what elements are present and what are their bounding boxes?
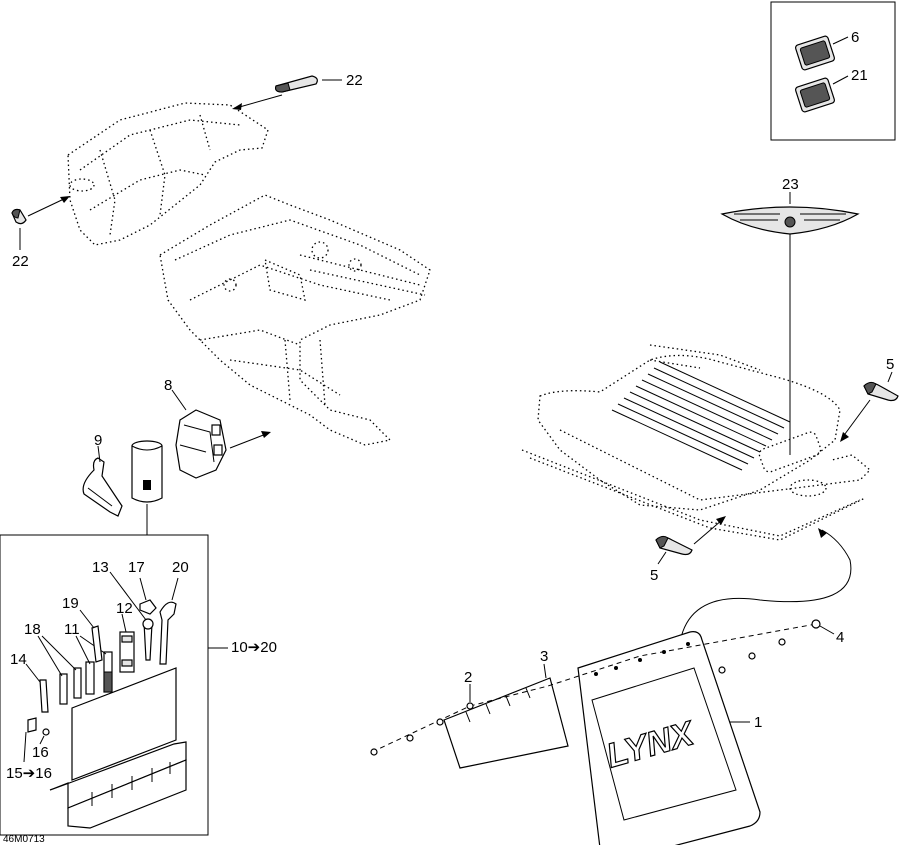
tool-kit-cylinder[interactable]	[131, 440, 163, 503]
callout-10-20: 10➔20	[231, 639, 277, 656]
tool-12[interactable]	[119, 631, 135, 673]
callout-20: 20	[172, 559, 189, 576]
decal-inset-box: 6 21	[770, 1, 896, 141]
tool-20[interactable]	[159, 601, 177, 665]
callout-9: 9	[94, 432, 102, 449]
decal-part-6[interactable]	[794, 35, 836, 71]
reflector-22-left[interactable]	[11, 208, 27, 225]
callout-22-left: 22	[12, 253, 29, 270]
callout-11: 11	[64, 621, 80, 638]
arrow-5-lower	[693, 519, 723, 545]
tool-tray[interactable]	[49, 667, 187, 829]
tool-18[interactable]	[59, 667, 82, 705]
rear-rack[interactable]	[521, 344, 871, 541]
reference-code: 46M0713	[3, 834, 45, 845]
callout-1: 1	[754, 714, 762, 731]
callout-13: 13	[92, 559, 109, 576]
callout-2: 2	[464, 669, 472, 686]
reflector-5-lower[interactable]	[655, 535, 693, 556]
part-9-strap[interactable]	[82, 457, 123, 517]
callout-21: 21	[851, 67, 868, 84]
callout-12: 12	[116, 600, 133, 617]
tool-11[interactable]	[85, 651, 113, 695]
reflector-22-top[interactable]	[275, 75, 318, 93]
callout-14: 14	[10, 651, 27, 668]
callout-22-top: 22	[346, 72, 363, 89]
part-4-nuts[interactable]	[718, 619, 821, 674]
callout-23: 23	[782, 176, 799, 193]
arrow-22-top	[235, 94, 283, 109]
part-2-fasteners[interactable]	[370, 702, 474, 756]
chassis-frame[interactable]	[159, 194, 431, 446]
decal-part-23[interactable]	[720, 206, 860, 235]
callout-15-16: 15➔16	[6, 765, 52, 782]
flap-arrow-curve	[679, 529, 852, 643]
callout-19: 19	[62, 595, 79, 612]
hood-panel[interactable]	[67, 102, 269, 246]
tool-15[interactable]	[27, 717, 37, 733]
arrow-22-left	[27, 197, 67, 217]
callout-5-lower: 5	[650, 567, 658, 584]
callout-6: 6	[851, 29, 859, 46]
reflector-5-upper[interactable]	[863, 381, 899, 402]
decal-part-21[interactable]	[794, 77, 836, 113]
tool-kit-box	[0, 534, 209, 836]
part-3-plate[interactable]	[443, 677, 569, 769]
callout-18: 18	[24, 621, 41, 638]
callout-16: 16	[32, 744, 49, 761]
part-1-snow-flap[interactable]: LYNX	[577, 631, 761, 845]
tool-17[interactable]	[139, 599, 157, 615]
callout-3: 3	[540, 648, 548, 665]
arrow-8	[229, 433, 267, 449]
arrow-5-upper	[841, 399, 871, 439]
callout-5-upper: 5	[886, 356, 894, 373]
callout-17: 17	[128, 559, 145, 576]
part-8-cover[interactable]	[175, 409, 227, 479]
tool-19[interactable]	[91, 625, 103, 663]
tool-13[interactable]	[142, 618, 154, 661]
callout-4: 4	[836, 629, 844, 646]
tool-16[interactable]	[42, 728, 50, 736]
tool-14[interactable]	[39, 679, 49, 713]
callout-8: 8	[164, 377, 172, 394]
